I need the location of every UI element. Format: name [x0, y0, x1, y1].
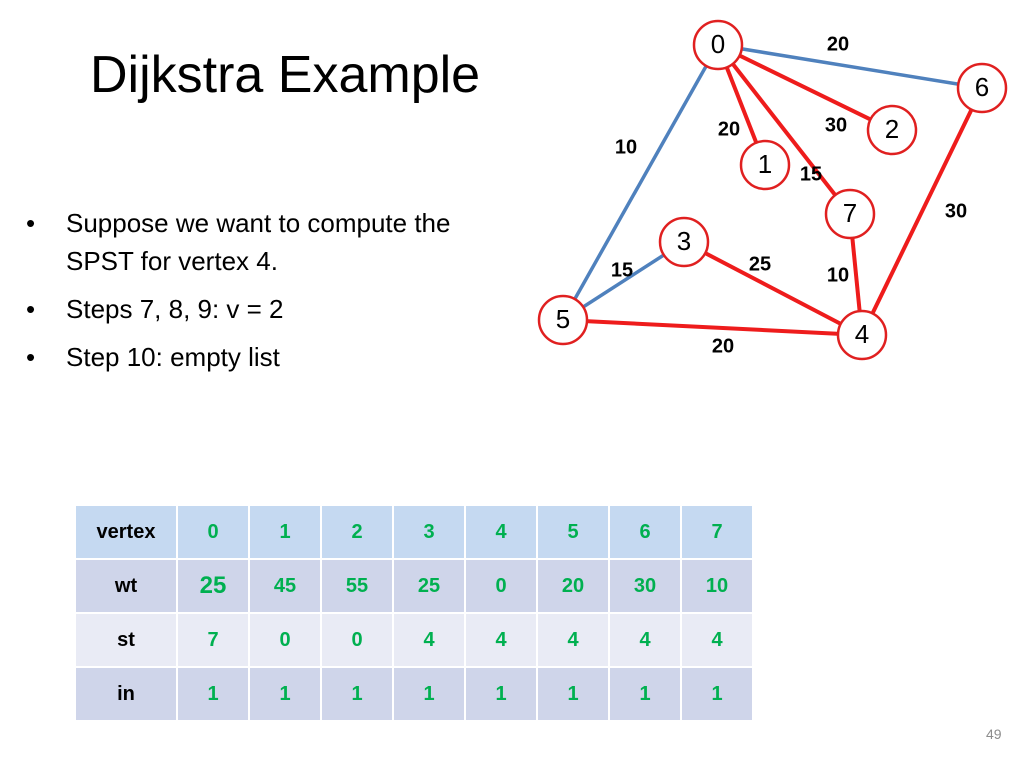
- table-cell: 4: [392, 612, 466, 668]
- node-label: 1: [758, 149, 772, 179]
- edge-0-6: [717, 43, 983, 90]
- node-5: 5: [537, 294, 589, 346]
- table-cell: 1: [608, 666, 682, 722]
- table-cell: 20: [536, 558, 610, 614]
- table-row-in: in 1 1 1 1 1 1 1 1: [74, 666, 754, 722]
- bullet-icon: •: [26, 342, 36, 372]
- row-header: wt: [74, 558, 178, 614]
- bullet-item: • Suppose we want to compute the SPST for…: [26, 204, 496, 280]
- edge-3-4: [683, 240, 863, 337]
- bullet-text: Suppose we want to compute the SPST for …: [66, 208, 451, 276]
- table-cell: 10: [680, 558, 754, 614]
- table-cell: 45: [248, 558, 322, 614]
- node-6: 6: [956, 62, 1008, 114]
- edge-weight-label: 20: [712, 335, 734, 357]
- node-circle: [537, 294, 589, 346]
- table-cell: 0: [464, 558, 538, 614]
- table-cell: 55: [320, 558, 394, 614]
- bullet-text: Step 10: empty list: [66, 342, 280, 372]
- table-cell: 1: [392, 666, 466, 722]
- table-cell: 5: [536, 504, 610, 560]
- table-cell: 1: [464, 666, 538, 722]
- table-cell: 3: [392, 504, 466, 560]
- edge-weight-label: 25: [749, 253, 771, 275]
- node-circle: [836, 309, 888, 361]
- table-cell: 1: [248, 504, 322, 560]
- edge-0-5: [561, 44, 720, 321]
- bullet-item: • Step 10: empty list: [26, 338, 496, 376]
- node-label: 7: [843, 198, 857, 228]
- table-cell: 6: [608, 504, 682, 560]
- node-1: 1: [739, 139, 791, 191]
- edge-weight-label: 20: [827, 33, 849, 55]
- table-cell: 25: [176, 558, 250, 614]
- table-cell: 30: [608, 558, 682, 614]
- node-circle: [692, 19, 744, 71]
- bullet-icon: •: [26, 208, 36, 238]
- node-4: 4: [836, 309, 888, 361]
- table-row-st: st 7 0 0 4 4 4 4 4: [74, 612, 754, 668]
- edge-weight-label: 30: [945, 200, 967, 222]
- dijkstra-state-table: vertex 0 1 2 3 4 5 6 7 wt 25 45 55 25 0 …: [74, 504, 754, 722]
- table-cell: 1: [176, 666, 250, 722]
- table-cell: 2: [320, 504, 394, 560]
- row-header: st: [74, 612, 178, 668]
- node-circle: [824, 188, 876, 240]
- table-cell: 25: [392, 558, 466, 614]
- table-cell: 1: [320, 666, 394, 722]
- node-3: 3: [658, 216, 710, 268]
- edge-weight-label: 15: [800, 163, 822, 185]
- bullet-icon: •: [26, 294, 36, 324]
- table-cell: 7: [680, 504, 754, 560]
- edge-6-4: [860, 87, 984, 336]
- row-header: vertex: [74, 504, 178, 560]
- edge-0-7: [716, 43, 852, 216]
- node-label: 3: [677, 226, 691, 256]
- table-cell: 4: [464, 504, 538, 560]
- edge-0-2: [717, 43, 893, 132]
- bullet-item: • Steps 7, 8, 9: v = 2: [26, 290, 496, 328]
- node-circle: [866, 104, 918, 156]
- edge-weight-label: 10: [615, 136, 637, 158]
- row-header: in: [74, 666, 178, 722]
- table-cell: 7: [176, 612, 250, 668]
- edge-weight-label: 10: [827, 264, 849, 286]
- table-cell: 1: [680, 666, 754, 722]
- node-label: 4: [855, 319, 869, 349]
- edge-weight-label: 20: [718, 118, 740, 140]
- node-circle: [739, 139, 791, 191]
- table-cell: 1: [248, 666, 322, 722]
- node-7: 7: [824, 188, 876, 240]
- page-number: 49: [986, 726, 1002, 742]
- node-label: 0: [711, 29, 725, 59]
- table-cell: 0: [320, 612, 394, 668]
- edges-group: [561, 43, 984, 337]
- table-cell: 0: [248, 612, 322, 668]
- node-circle: [956, 62, 1008, 114]
- node-0: 0: [692, 19, 744, 71]
- node-2: 2: [866, 104, 918, 156]
- table-cell: 4: [608, 612, 682, 668]
- edge-5-4: [562, 318, 863, 337]
- nodes-group: 0 1 2 3 4 5 6 7: [537, 19, 1008, 361]
- table-cell: 4: [536, 612, 610, 668]
- node-circle: [658, 216, 710, 268]
- slide-title: Dijkstra Example: [90, 46, 481, 104]
- table-cell: 4: [464, 612, 538, 668]
- edge-weight-label: 15: [611, 259, 633, 281]
- bullet-text: Steps 7, 8, 9: v = 2: [66, 294, 284, 324]
- table-cell: 4: [680, 612, 754, 668]
- node-label: 2: [885, 114, 899, 144]
- node-label: 6: [975, 72, 989, 102]
- table-row-vertex: vertex 0 1 2 3 4 5 6 7: [74, 504, 754, 560]
- table-cell: 0: [176, 504, 250, 560]
- table-cell: 1: [536, 666, 610, 722]
- edge-weight-label: 30: [825, 114, 847, 136]
- edge-labels-group: 20 10 20 30 15 30 10 25 15 20: [611, 33, 967, 357]
- node-label: 5: [556, 304, 570, 334]
- bullet-list: • Suppose we want to compute the SPST for…: [26, 204, 496, 386]
- table-row-wt: wt 25 45 55 25 0 20 30 10: [74, 558, 754, 614]
